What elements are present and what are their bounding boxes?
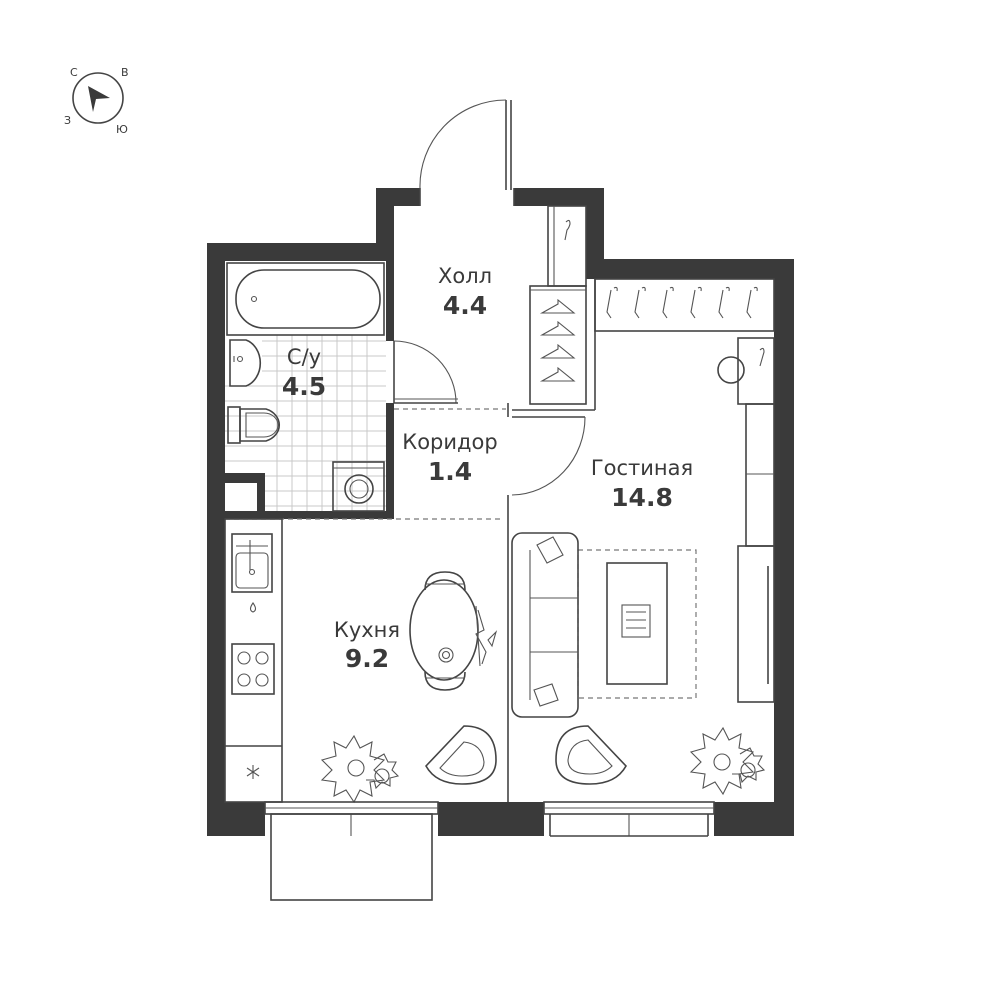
washing-machine bbox=[332, 461, 385, 512]
kitchen-name: Кухня bbox=[334, 618, 400, 642]
washbasin-drain-icon bbox=[236, 355, 244, 363]
wall-right bbox=[774, 259, 794, 836]
room-labels: Холл 4.4 С/у 4.5 Коридор 1.4 Гостиная 14… bbox=[282, 264, 693, 673]
wall-hall-left-step bbox=[376, 188, 394, 261]
living-plant-icon bbox=[689, 726, 766, 796]
kitchen-counter bbox=[224, 518, 283, 803]
bathroom-door-swing bbox=[393, 340, 457, 404]
balcony bbox=[270, 813, 433, 901]
bathroom-area: 4.5 bbox=[282, 372, 326, 401]
wall-top-living bbox=[586, 259, 794, 279]
washbasin bbox=[229, 339, 262, 387]
compass: С В З Ю bbox=[64, 66, 129, 136]
living-stool bbox=[717, 356, 745, 384]
bathtub-drain-icon bbox=[250, 295, 258, 303]
living-hangers-icon bbox=[606, 286, 758, 319]
living-window bbox=[543, 801, 715, 837]
stove bbox=[231, 643, 275, 695]
hall-name: Холл bbox=[438, 264, 492, 288]
living-name: Гостиная bbox=[591, 456, 693, 480]
wall-bottom-right bbox=[714, 802, 794, 836]
dining-chair-side bbox=[475, 605, 487, 667]
wall-bottom-left bbox=[207, 802, 265, 836]
kitchen-window bbox=[264, 801, 439, 836]
interior-partitions bbox=[225, 279, 596, 802]
kitchen bbox=[224, 518, 498, 901]
living-wardrobe bbox=[594, 278, 775, 332]
living-area: 14.8 bbox=[611, 483, 673, 512]
compass-east-label: В bbox=[121, 66, 129, 79]
compass-arrow-icon bbox=[88, 86, 110, 112]
bathroom-name: С/у bbox=[287, 345, 321, 369]
wall-left bbox=[207, 243, 225, 836]
entrance-door-swing bbox=[419, 99, 507, 189]
compass-north-label: С bbox=[70, 66, 78, 79]
sofa-cushion-icon bbox=[536, 536, 564, 564]
kitchen-plant-icon bbox=[320, 734, 400, 804]
hall-hangers-icon bbox=[539, 298, 576, 382]
wall-bathroom-right-upper bbox=[386, 243, 394, 341]
compass-south-label: Ю bbox=[116, 123, 128, 136]
living-door-swing bbox=[511, 416, 586, 496]
dining-table bbox=[409, 571, 498, 691]
water-drop-icon bbox=[249, 602, 257, 613]
wall-bathroom-bottom bbox=[225, 511, 394, 519]
wall-hall-top-right bbox=[514, 188, 604, 206]
wall-top-bathroom bbox=[207, 243, 394, 261]
washing-machine-drum-icon bbox=[344, 474, 374, 504]
wall-hall-top-left bbox=[376, 188, 420, 206]
kitchen-area: 9.2 bbox=[345, 644, 389, 673]
wall-bottom-mid bbox=[438, 802, 544, 836]
snowflake-icon bbox=[246, 765, 260, 779]
toilet-bowl bbox=[239, 408, 281, 442]
living-room bbox=[511, 278, 775, 837]
corridor-name: Коридор bbox=[402, 430, 497, 454]
dining-chair-top bbox=[424, 571, 466, 591]
bathtub bbox=[226, 262, 385, 336]
toilet-tank bbox=[227, 406, 241, 444]
bathtub-basin bbox=[235, 269, 381, 329]
kitchen-sink bbox=[231, 533, 273, 593]
laptop-icon bbox=[621, 604, 651, 638]
plate-icon bbox=[438, 647, 454, 663]
compass-ring bbox=[72, 72, 124, 124]
shaft-wall-top bbox=[225, 473, 265, 483]
dining-chair-bottom bbox=[424, 671, 466, 691]
living-armchair bbox=[555, 725, 627, 785]
exterior-walls bbox=[207, 188, 794, 836]
coffee-table bbox=[606, 562, 668, 685]
hall-wardrobe bbox=[529, 205, 587, 405]
hall-area: 4.4 bbox=[443, 291, 487, 320]
corridor-area: 1.4 bbox=[428, 457, 472, 486]
shaft-wall-right bbox=[257, 473, 265, 519]
kitchen-sink-drain-icon bbox=[248, 568, 256, 576]
hall-hook-icon bbox=[564, 219, 571, 241]
wall-bathroom-right-lower bbox=[386, 403, 394, 519]
compass-west-label: З bbox=[64, 114, 71, 127]
entrance-door bbox=[419, 99, 515, 206]
hall-closet bbox=[529, 285, 587, 405]
bathroom bbox=[225, 262, 458, 512]
living-tv-cabinet bbox=[737, 545, 775, 703]
living-door bbox=[511, 416, 586, 496]
living-rug bbox=[577, 549, 697, 699]
living-shelf bbox=[745, 403, 775, 547]
bathroom-tiles bbox=[225, 335, 386, 511]
sofa bbox=[511, 532, 579, 718]
wall-hall-right-step bbox=[586, 188, 604, 278]
stove-burner-icon bbox=[237, 651, 251, 665]
sofa-cushion-icon-2 bbox=[533, 683, 559, 707]
kitchen-armchair bbox=[425, 725, 497, 785]
